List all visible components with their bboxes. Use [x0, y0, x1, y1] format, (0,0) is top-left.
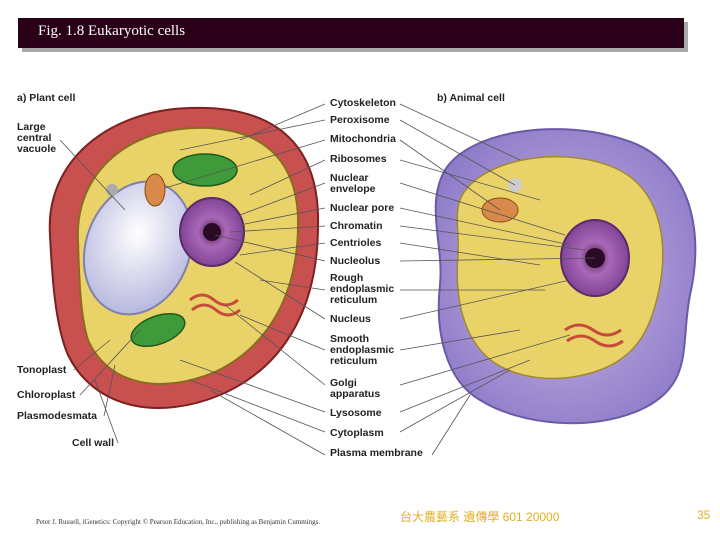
copyright-credit: Peter J. Russell, iGenetics: Copyright ©… — [36, 518, 321, 526]
title-bar: Fig. 1.8 Eukaryotic cells — [18, 18, 684, 48]
label-cell-wall: Cell wall — [72, 437, 115, 449]
peroxisome-shape — [106, 184, 118, 196]
plant-cell — [48, 106, 320, 409]
page-number: 35 — [697, 508, 711, 522]
label-tonoplast: Tonoplast — [17, 364, 67, 376]
label-lysosome: Lysosome — [330, 407, 382, 419]
label-large-central-vacuole: Large central vacuole — [17, 121, 57, 155]
label-plasmodesmata: Plasmodesmata — [17, 410, 97, 422]
plant-nucleolus — [203, 223, 221, 241]
label-nucleus: Nucleus — [330, 313, 371, 325]
label-cytoplasm: Cytoplasm — [330, 427, 384, 439]
leader-lines — [59, 103, 596, 456]
label-golgi-apparatus: Golgi apparatus — [330, 377, 381, 400]
plant-cell-heading: a) Plant cell — [17, 92, 76, 104]
label-centrioles: Centrioles — [330, 237, 382, 249]
label-smooth-er: Smooth endoplasmic reticulum — [330, 333, 395, 367]
slide-title: Fig. 1.8 Eukaryotic cells — [38, 23, 186, 39]
animal-cell-heading: b) Animal cell — [437, 92, 505, 104]
course-label: 台大農藝系 遺傳學 601 20000 — [400, 510, 560, 524]
label-chloroplast: Chloroplast — [17, 389, 76, 401]
animal-golgi — [564, 323, 624, 348]
label-ribosomes: Ribosomes — [330, 153, 387, 165]
animal-cytoplasm — [456, 155, 664, 380]
label-mitochondria: Mitochondria — [330, 133, 396, 145]
label-peroxisome: Peroxisome — [330, 114, 390, 126]
label-nuclear-pore: Nuclear pore — [330, 202, 395, 214]
label-nuclear-envelope: Nuclear envelope — [330, 172, 376, 195]
animal-cell — [434, 128, 697, 425]
label-cytoskeleton: Cytoskeleton — [330, 97, 396, 109]
label-chromatin: Chromatin — [330, 220, 383, 232]
label-plasma-membrane: Plasma membrane — [330, 447, 423, 459]
chloroplast-shape — [172, 153, 238, 187]
label-nucleolus: Nucleolus — [330, 255, 381, 267]
mitochondrion-shape — [144, 173, 166, 207]
label-rough-er: Rough endoplasmic reticulum — [330, 272, 395, 306]
plant-golgi — [189, 293, 241, 317]
